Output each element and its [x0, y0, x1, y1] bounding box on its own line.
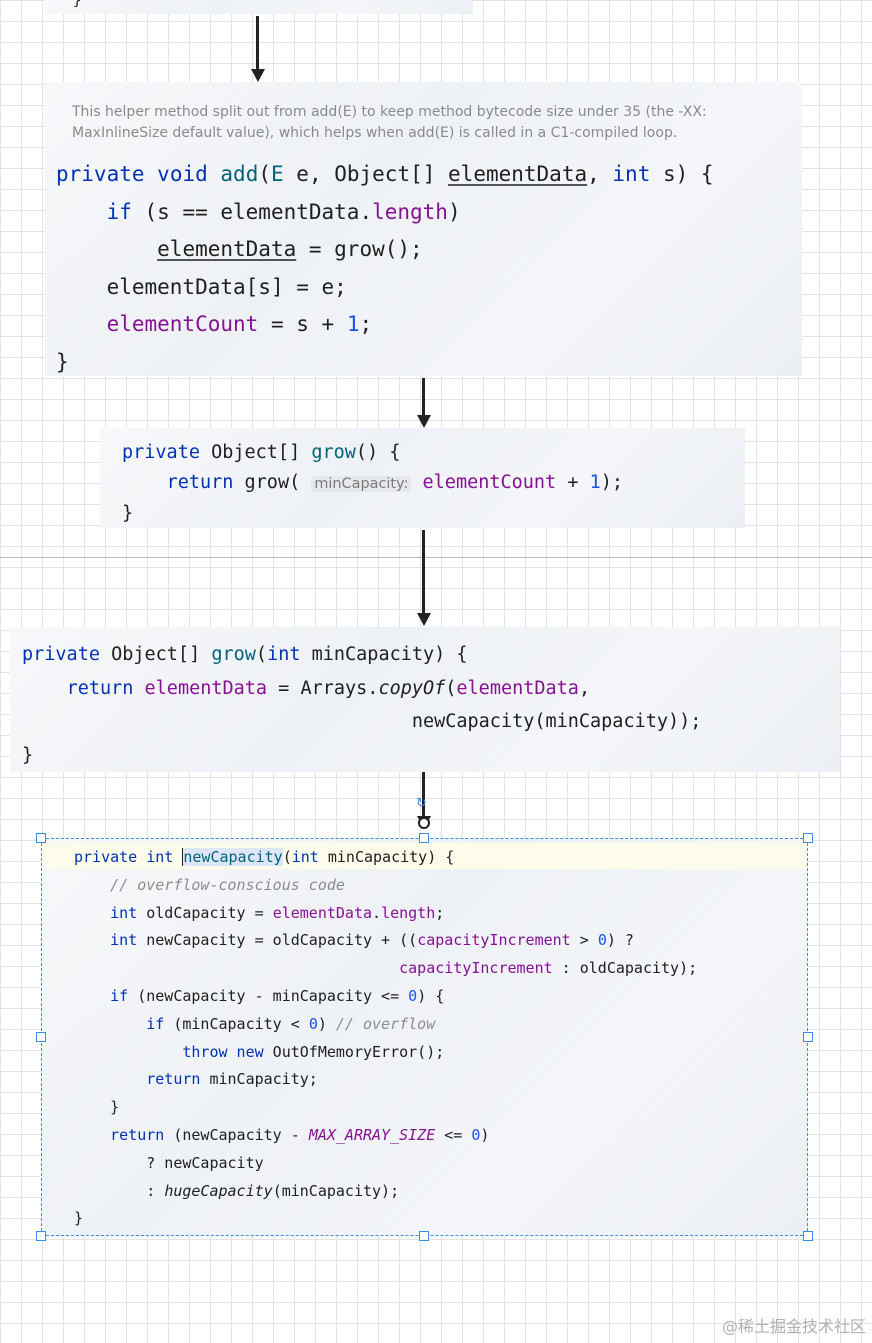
- code-line: newCapacity(minCapacity));: [411, 711, 702, 732]
- flow-arrow-head: [251, 69, 265, 82]
- code-text: private int newCapacity(int minCapacity)…: [74, 844, 697, 1233]
- code-line: }: [22, 744, 34, 766]
- doc-line: MaxInlineSize default value), which help…: [72, 125, 678, 141]
- code-line: : hugeCapacity(minCapacity);: [146, 1181, 400, 1200]
- code-line: }: [122, 503, 134, 524]
- code-line: elementCount = s + 1;: [106, 312, 373, 336]
- code-line: private Object[] grow() {: [122, 442, 401, 463]
- code-card-newcapacity-method[interactable]: private int newCapacity(int minCapacity)…: [41, 838, 808, 1236]
- flow-arrow-head: [417, 613, 431, 626]
- connection-point[interactable]: [418, 817, 430, 829]
- code-line: private int newCapacity(int minCapacity)…: [74, 848, 455, 866]
- code-line: private Object[] grow(int minCapacity) {: [22, 644, 468, 665]
- code-line: ? newCapacity: [146, 1153, 264, 1172]
- divider: [0, 557, 872, 558]
- flow-arrow: [422, 772, 425, 818]
- code-line: if (minCapacity < 0) // overflow: [146, 1014, 436, 1033]
- code-line: }: [110, 1098, 120, 1117]
- parameter-hint: minCapacity:: [311, 476, 412, 492]
- resize-handle-top-middle[interactable]: [419, 833, 429, 843]
- code-line: return (newCapacity - MAX_ARRAY_SIZE <= …: [110, 1125, 490, 1144]
- doc-line: This helper method split out from add(E)…: [72, 104, 707, 120]
- code-line: capacityIncrement : oldCapacity);: [399, 959, 698, 978]
- code-line: if (s == elementData.length): [106, 199, 461, 224]
- code-line: private void add(E e, Object[] elementDa…: [56, 162, 714, 186]
- resize-handle-middle-right[interactable]: [803, 1032, 813, 1042]
- code-text: private Object[] grow(int minCapacity) {…: [22, 638, 701, 772]
- resize-handle-top-right[interactable]: [803, 833, 813, 843]
- resize-handle-middle-left[interactable]: [36, 1032, 46, 1042]
- code-line: int oldCapacity = elementData.length;: [110, 903, 445, 922]
- javadoc-comment: This helper method split out from add(E)…: [72, 102, 707, 144]
- flow-arrow-head: [417, 415, 431, 428]
- code-line: if (newCapacity - minCapacity <= 0) {: [110, 986, 445, 1005]
- resize-handle-bottom-right[interactable]: [803, 1231, 813, 1241]
- code-text: private void add(E e, Object[] elementDa…: [56, 156, 714, 376]
- code-line: }: [56, 349, 69, 374]
- resize-handle-bottom-middle[interactable]: [419, 1231, 429, 1241]
- code-line: return grow( minCapacity: elementCount +…: [166, 472, 624, 493]
- code-card-add-method: This helper method split out from add(E)…: [45, 82, 802, 376]
- code-line: elementData = grow();: [157, 237, 423, 261]
- flow-arrow: [422, 378, 425, 416]
- code-line: return minCapacity;: [146, 1070, 318, 1089]
- code-line: }: [73, 0, 82, 9]
- resize-handle-bottom-left[interactable]: [36, 1231, 46, 1241]
- rotate-handle-icon[interactable]: ↻: [416, 796, 427, 811]
- code-line: }: [74, 1209, 84, 1228]
- watermark: @稀土掘金技术社区: [721, 1317, 866, 1336]
- code-line: throw new OutOfMemoryError();: [182, 1042, 445, 1061]
- selection-frame: [41, 838, 808, 1236]
- flow-arrow: [422, 530, 425, 614]
- code-card-top-fragment: }: [45, 0, 473, 14]
- code-line: int newCapacity = oldCapacity + ((capaci…: [110, 931, 634, 950]
- code-line: elementData[s] = e;: [106, 274, 347, 299]
- code-line: return elementData = Arrays.copyOf(eleme…: [66, 677, 591, 699]
- flow-arrow: [256, 16, 259, 70]
- code-card-grow-method: private Object[] grow() { return grow( m…: [100, 428, 745, 528]
- resize-handle-top-left[interactable]: [36, 833, 46, 843]
- code-line: // overflow-conscious code: [110, 875, 345, 894]
- code-card-grow-mincapacity: private Object[] grow(int minCapacity) {…: [10, 627, 840, 772]
- current-line-highlight: [41, 843, 808, 869]
- code-text: private Object[] grow() { return grow( m…: [122, 438, 623, 528]
